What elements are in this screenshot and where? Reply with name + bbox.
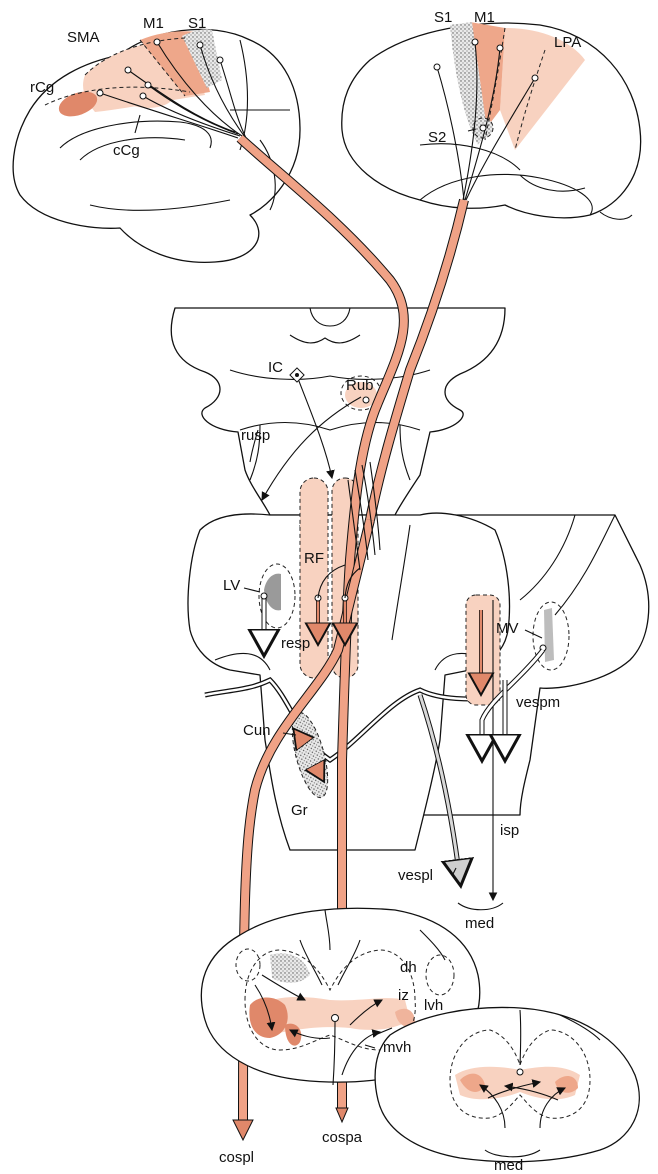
label-vespm: vespm [516, 694, 560, 711]
label-iz: iz [398, 987, 409, 1004]
label-ic: IC [268, 359, 283, 376]
label-mv: MV [496, 620, 519, 637]
label-cospl: cospl [219, 1149, 254, 1166]
label-lvh: lvh [424, 997, 443, 1014]
label-rub: Rub [346, 377, 374, 394]
label-rusp: rusp [241, 427, 270, 444]
label-cospa: cospa [322, 1129, 363, 1146]
brainstem [171, 308, 648, 850]
label-s2: S2 [428, 129, 446, 146]
right-hemisphere [342, 22, 641, 219]
label-vespl: vespl [398, 867, 433, 884]
label-gr: Gr [291, 802, 308, 819]
label-resp: resp [281, 635, 310, 652]
label-s1-left: S1 [188, 15, 206, 32]
label-rcg: rCg [30, 79, 54, 96]
label-mvh: mvh [383, 1039, 411, 1056]
label-med-bottom: med [494, 1157, 523, 1174]
cospl-arrowhead [233, 1120, 253, 1140]
label-cun: Cun [243, 722, 271, 739]
label-sma: SMA [67, 29, 100, 46]
label-lpa: LPA [554, 34, 581, 51]
label-isp: isp [500, 822, 519, 839]
label-m1-right: M1 [474, 9, 495, 26]
label-ccg: cCg [113, 142, 140, 159]
left-hemisphere [13, 29, 300, 262]
label-s1-right: S1 [434, 9, 452, 26]
label-med-top: med [465, 915, 494, 932]
label-m1-left: M1 [143, 15, 164, 32]
cospa-arrowhead [336, 1108, 348, 1122]
label-rf: RF [304, 550, 324, 567]
label-dh: dh [400, 959, 417, 976]
spinal-cord-lower [375, 1007, 639, 1161]
label-lv: LV [223, 577, 240, 594]
